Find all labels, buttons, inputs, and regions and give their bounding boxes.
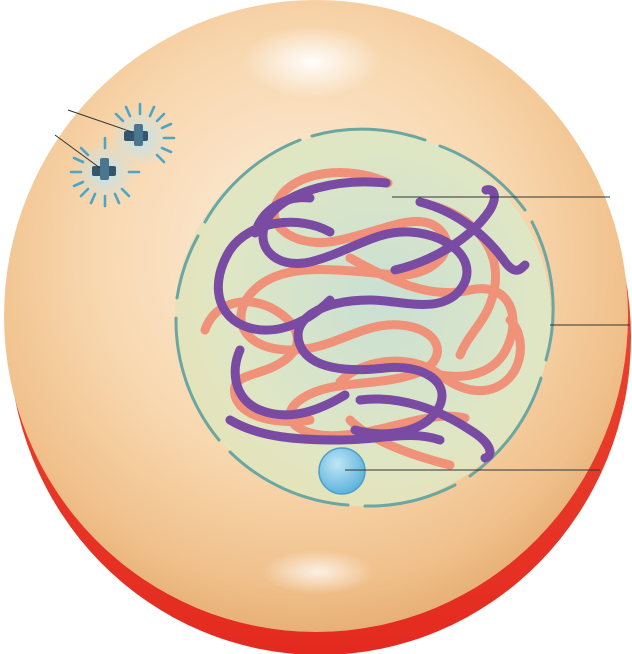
centrosome: [69, 102, 176, 208]
leader-line-centriole-upper: [67, 109, 133, 133]
centriole-upper: [124, 124, 148, 146]
nucleolus: [318, 447, 366, 495]
leader-line-centriole-lower: [54, 134, 101, 169]
aster-rays: [69, 102, 176, 208]
centriole-lower: [92, 158, 116, 180]
highlight-bottom: [262, 550, 374, 594]
nucleus: [174, 127, 555, 508]
highlight-top: [242, 26, 382, 98]
chromatin-purple: [213, 177, 530, 463]
leader-lines: [54, 109, 630, 471]
nuclear-envelope: [174, 127, 555, 508]
